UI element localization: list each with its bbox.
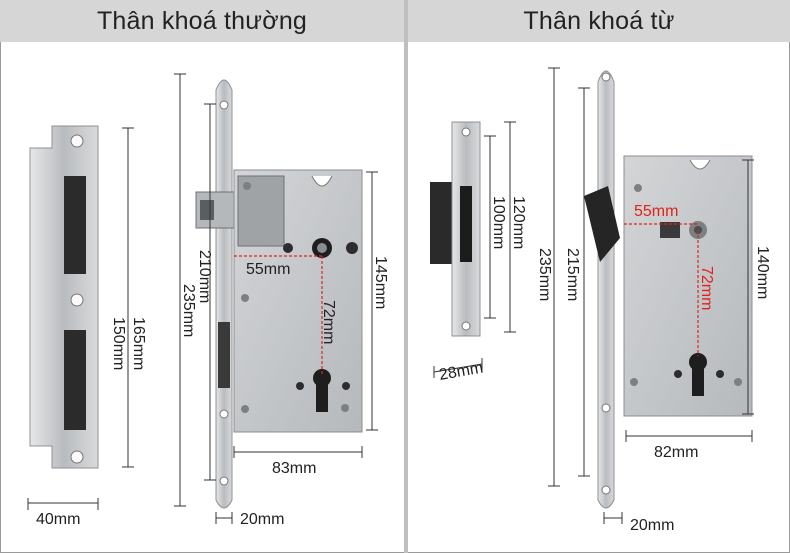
right-strike-depth-label: 28mm <box>438 359 485 383</box>
right-strike-dimension-lines <box>433 121 516 378</box>
right-faceplate <box>597 70 615 509</box>
right-strike-inner-height-label: 100mm <box>490 196 507 249</box>
panel-divider <box>404 0 408 553</box>
lock-case <box>233 169 363 433</box>
left-backset-label: 55mm <box>246 261 290 278</box>
left-red-dimension-lines <box>234 255 323 376</box>
magnetic-latch <box>584 186 620 262</box>
right-body-height-label: 215mm <box>564 248 581 301</box>
right-panel-title: Thân khoá từ <box>408 0 790 42</box>
strike-dimension-lines <box>27 127 134 510</box>
right-center-distance-label: 72mm <box>698 266 715 310</box>
left-body-dimension-lines <box>174 73 378 524</box>
strike-outer-height-label: 165mm <box>130 317 147 370</box>
right-red-dimension-lines <box>624 223 699 356</box>
right-case-height-label: 140mm <box>754 246 771 299</box>
left-faceplate-height-label: 235mm <box>180 284 197 337</box>
right-faceplate-width-label: 20mm <box>630 517 674 534</box>
standard-lock-illustration: 40mm 165mm 150mm <box>27 73 389 528</box>
left-body-height-label: 210mm <box>196 250 213 303</box>
left-case-height-label: 145mm <box>372 256 389 309</box>
magnetic-lock-illustration: 120mm 100mm 28mm <box>430 67 771 534</box>
strike-width-label: 40mm <box>36 511 80 528</box>
left-center-distance-label: 72mm <box>320 300 337 344</box>
right-strike-outer-height-label: 120mm <box>510 196 527 249</box>
right-panel: Thân khoá từ <box>408 0 790 553</box>
left-panel-title: Thân khoá thường <box>0 0 404 42</box>
right-case-width-label: 82mm <box>654 444 698 461</box>
faceplate <box>215 79 233 509</box>
left-panel: Thân khoá thường <box>0 0 404 553</box>
right-body-dimension-lines <box>548 67 754 524</box>
magnetic-strike <box>430 121 481 337</box>
right-lock-case <box>623 155 753 417</box>
left-case-width-label: 83mm <box>272 460 316 477</box>
strike-inner-height-label: 150mm <box>110 317 127 370</box>
right-faceplate-height-label: 235mm <box>536 248 553 301</box>
right-backset-label: 55mm <box>634 203 678 220</box>
left-frame-border <box>0 42 1 553</box>
left-faceplate-width-label: 20mm <box>240 511 284 528</box>
strike-plate <box>29 125 99 469</box>
